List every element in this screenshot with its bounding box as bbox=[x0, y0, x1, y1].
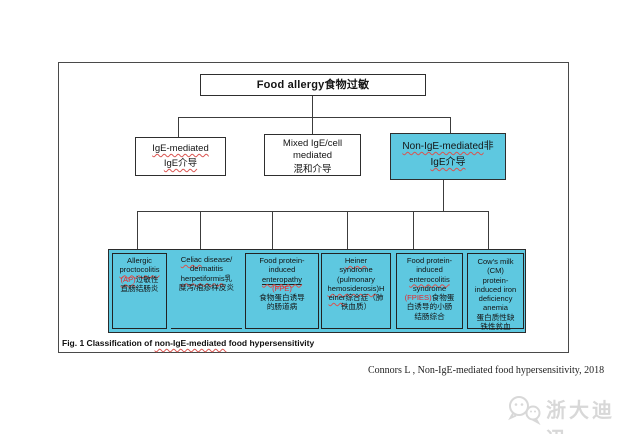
node-label-line: Allergic bbox=[127, 256, 152, 265]
node-label-line: (CM) bbox=[487, 266, 504, 276]
node-label-line: Heiner bbox=[344, 256, 368, 265]
node-label-line: IgE-mediated bbox=[152, 143, 209, 154]
connector-line bbox=[312, 117, 313, 134]
node-label-line: protein- bbox=[482, 275, 509, 285]
connector-line bbox=[137, 211, 138, 249]
node-label-line: syndrome bbox=[339, 265, 373, 275]
node-label-line: enterocolitis bbox=[409, 274, 450, 284]
node-label-line: Food protein- bbox=[406, 256, 453, 265]
node-label-line: (AP)过敏性 bbox=[120, 274, 159, 284]
connector-line bbox=[413, 211, 414, 249]
node-label-line: IgE介导 bbox=[163, 158, 198, 169]
node-label-line: 直肠结肠炎 bbox=[120, 283, 159, 293]
node-cm-iron-deficiency-anemia: Cow's milk (CM) protein- induced iron de… bbox=[467, 253, 524, 332]
node-label-line: 蛋白质性缺 bbox=[476, 312, 515, 322]
chat-bubbles-icon bbox=[505, 394, 545, 431]
connector-line bbox=[347, 211, 348, 249]
node-label-line: Food protein- bbox=[259, 256, 305, 265]
node-label-line: 白诱导的小肠 bbox=[406, 302, 453, 312]
node-label-line: (pulmonary bbox=[337, 274, 375, 284]
node-label-line: IgE介导 bbox=[430, 157, 466, 168]
node-label-line: 糜泻/疱疹样皮炎 bbox=[178, 282, 235, 292]
node-ige-mediated: IgE-mediated IgE介导 bbox=[135, 137, 226, 176]
node-label-line: enteropathy bbox=[261, 274, 303, 285]
caption-suffix: food hypersensitivity bbox=[226, 338, 315, 348]
connector-line bbox=[178, 117, 179, 137]
node-allergic-proctocolitis: Allergic proctocolitis (AP)过敏性 直肠结肠炎 bbox=[112, 253, 167, 329]
figure-frame bbox=[58, 62, 569, 353]
connector-line bbox=[137, 211, 489, 212]
node-label-line: Non-IgE-mediated非 bbox=[402, 141, 494, 152]
node-label-line: (FPIES)食物蛋 bbox=[404, 293, 455, 303]
connector-line bbox=[200, 211, 201, 249]
node-label-line: mediated bbox=[292, 150, 333, 161]
node-celiac-dermatitis: Celiac disease/ dermatitis herpetiformis… bbox=[171, 253, 242, 329]
node-label-line: 混和介导 bbox=[293, 164, 332, 175]
connector-line bbox=[312, 96, 313, 117]
node-label-line: anemia bbox=[483, 303, 508, 313]
watermark-brand-text: 浙大迪迅 bbox=[546, 400, 615, 434]
node-label-line: proctocolitis bbox=[119, 265, 160, 275]
node-label-line: 铁性贫血 bbox=[480, 322, 511, 332]
node-label-line: induced bbox=[268, 265, 296, 275]
node-label-line: induced bbox=[416, 265, 443, 275]
node-fpe-enteropathy: Food protein- induced enteropathy (FPE) … bbox=[245, 253, 319, 329]
node-label-line: einer综合症（肺 bbox=[328, 293, 384, 303]
node-non-ige-mediated: Non-IgE-mediated非 IgE介导 bbox=[390, 133, 506, 180]
node-label-line: 结肠综合 bbox=[414, 311, 445, 321]
node-label-line: deficiency bbox=[478, 294, 513, 304]
caption-highlight: non-IgE-mediated bbox=[154, 338, 227, 348]
node-label-line: herpetiformis乳 bbox=[180, 273, 233, 283]
connector-line bbox=[178, 117, 451, 118]
node-fpies-enterocolitis: Food protein- induced enterocolitis synd… bbox=[396, 253, 463, 329]
figure-caption: Fig. 1 Classification of non-IgE-mediate… bbox=[62, 338, 314, 348]
node-mixed-ige-cell: Mixed IgE/cell mediated 混和介导 bbox=[264, 134, 361, 176]
connector-line bbox=[272, 211, 273, 249]
node-heiner-syndrome: Heiner syndrome (pulmonary hemosiderosis… bbox=[321, 253, 391, 329]
node-label-line: Mixed IgE/cell bbox=[282, 138, 343, 149]
node-label-line: syndrome bbox=[412, 283, 447, 293]
citation-reference: Connors L , Non-IgE-mediated food hypers… bbox=[368, 365, 605, 376]
node-food-allergy: Food allergy食物过敏 bbox=[200, 74, 426, 96]
node-label-line: 的肠道病 bbox=[266, 302, 298, 312]
node-label-line: dermatitis bbox=[190, 264, 223, 274]
node-label-line: 食物蛋白诱导 bbox=[259, 293, 305, 303]
connector-line bbox=[488, 211, 489, 249]
node-label-line: induced iron bbox=[474, 284, 517, 294]
node-label-line: Celiac disease/ bbox=[180, 255, 233, 264]
connector-line bbox=[450, 117, 451, 133]
connector-line bbox=[443, 180, 444, 211]
node-label-line: 铁血质） bbox=[340, 302, 372, 312]
node-label-line: hemosiderosis)H bbox=[327, 283, 385, 293]
node-label-line: Cow's milk bbox=[477, 257, 514, 266]
node-label-line: (FPE) bbox=[272, 283, 292, 293]
caption-prefix: Fig. 1 Classification of bbox=[62, 338, 155, 348]
